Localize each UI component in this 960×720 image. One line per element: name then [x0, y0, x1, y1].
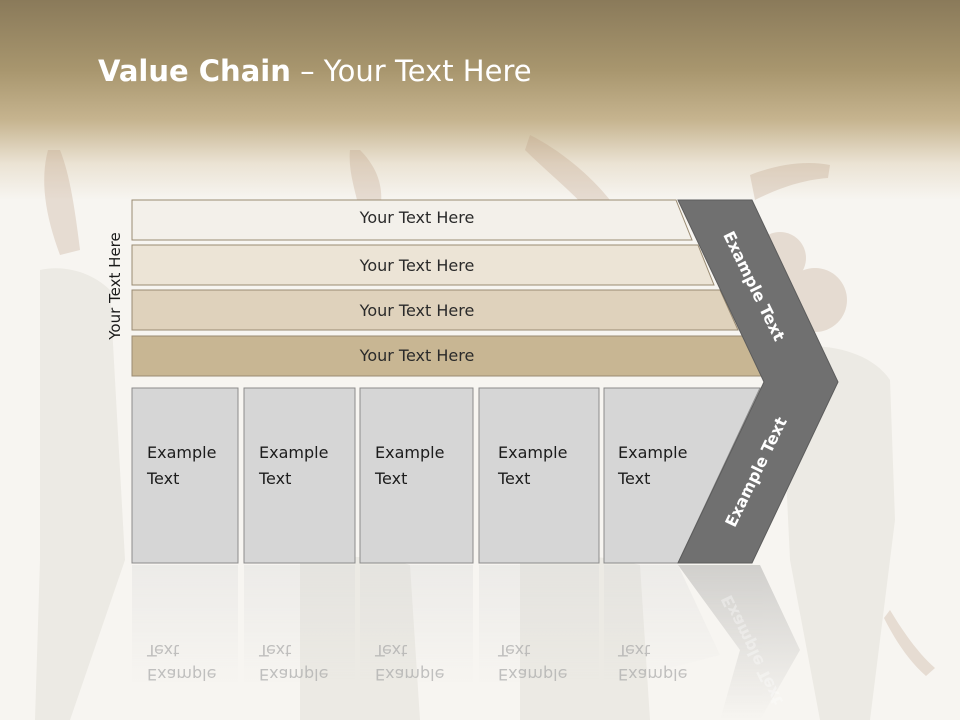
box-shape-2	[243, 387, 356, 564]
row-shape-2	[131, 244, 715, 286]
row-label-4: Your Text Here	[359, 346, 475, 365]
row-label-2: Your Text Here	[359, 256, 475, 275]
title-rest: – Your Text Here	[290, 54, 532, 88]
box-shape-1	[131, 387, 239, 564]
chevron-arrow	[677, 199, 839, 564]
row-shape-1	[131, 199, 693, 241]
row-label-3: Your Text Here	[359, 301, 475, 320]
page-title: Value Chain – Your Text Here	[98, 54, 532, 88]
row-label-1: Your Text Here	[359, 208, 475, 227]
box-shape-3	[359, 387, 474, 564]
header-band	[0, 0, 960, 200]
box-shape-4	[478, 387, 600, 564]
row-shape-3	[131, 289, 739, 331]
title-bold: Value Chain	[98, 54, 291, 88]
